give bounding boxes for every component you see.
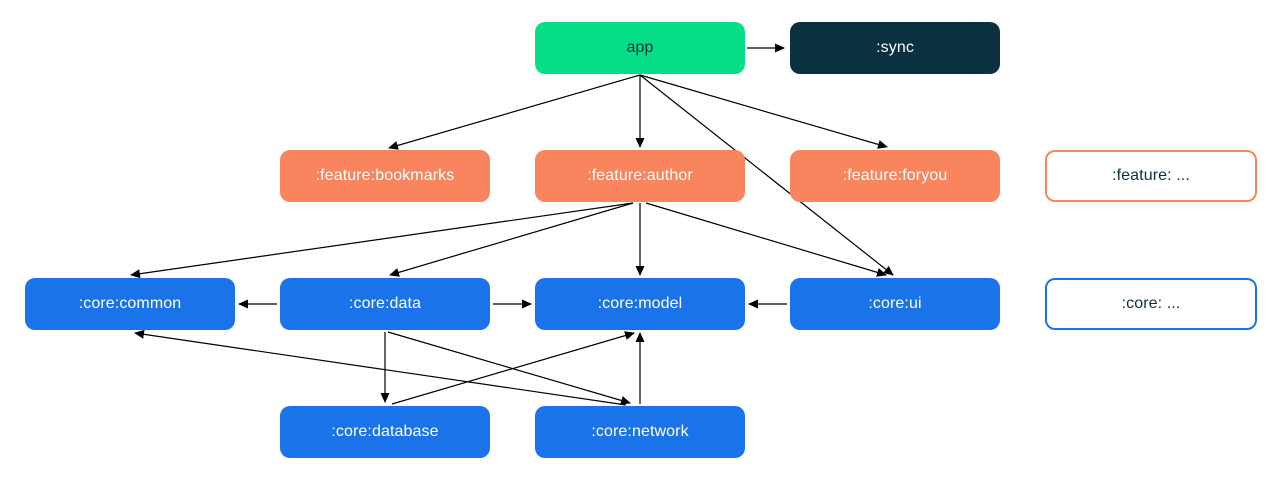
edge-core-data-to-core-network: [387, 331, 631, 405]
edge-feature-author-to-core-common: [130, 202, 634, 279]
node-core-network: :core:network: [535, 406, 745, 458]
node-feature-bookmarks: :feature:bookmarks: [280, 150, 490, 202]
edge-core-network-to-core-common: [134, 329, 627, 406]
node-label: :core:data: [348, 295, 422, 312]
node-label: :feature:author: [587, 167, 693, 184]
node-label: :core:network: [591, 423, 689, 440]
node-label: :feature:bookmarks: [315, 167, 455, 184]
node-label: app: [626, 39, 654, 56]
node-label: :core: ...: [1121, 295, 1181, 312]
node-feature-legend: :feature: ...: [1045, 150, 1257, 202]
node-sync: :sync: [790, 22, 1000, 74]
node-core-data: :core:data: [280, 278, 490, 330]
edge-feature-author-to-core-ui: [645, 202, 887, 277]
node-core-model: :core:model: [535, 278, 745, 330]
edge-app-to-core-ui: [639, 74, 894, 276]
node-label: :core:common: [78, 295, 182, 312]
node-feature-author: :feature:author: [535, 150, 745, 202]
node-label: :feature:foryou: [842, 167, 948, 184]
node-core-common: :core:common: [25, 278, 235, 330]
node-label: :core:database: [331, 423, 439, 440]
node-core-database: :core:database: [280, 406, 490, 458]
node-label: :sync: [876, 39, 914, 56]
edge-feature-author-to-core-data: [389, 202, 634, 277]
edge-app-to-feature-bookmarks: [388, 74, 641, 150]
node-core-ui: :core:ui: [790, 278, 1000, 330]
node-feature-foryou: :feature:foryou: [790, 150, 1000, 202]
node-label: :core:ui: [868, 295, 922, 312]
node-app: app: [535, 22, 745, 74]
node-label: :feature: ...: [1112, 167, 1190, 184]
edge-app-to-feature-foryou: [639, 74, 888, 149]
node-core-legend: :core: ...: [1045, 278, 1257, 330]
edge-core-database-to-core-model: [391, 331, 635, 405]
node-label: :core:model: [597, 295, 683, 312]
